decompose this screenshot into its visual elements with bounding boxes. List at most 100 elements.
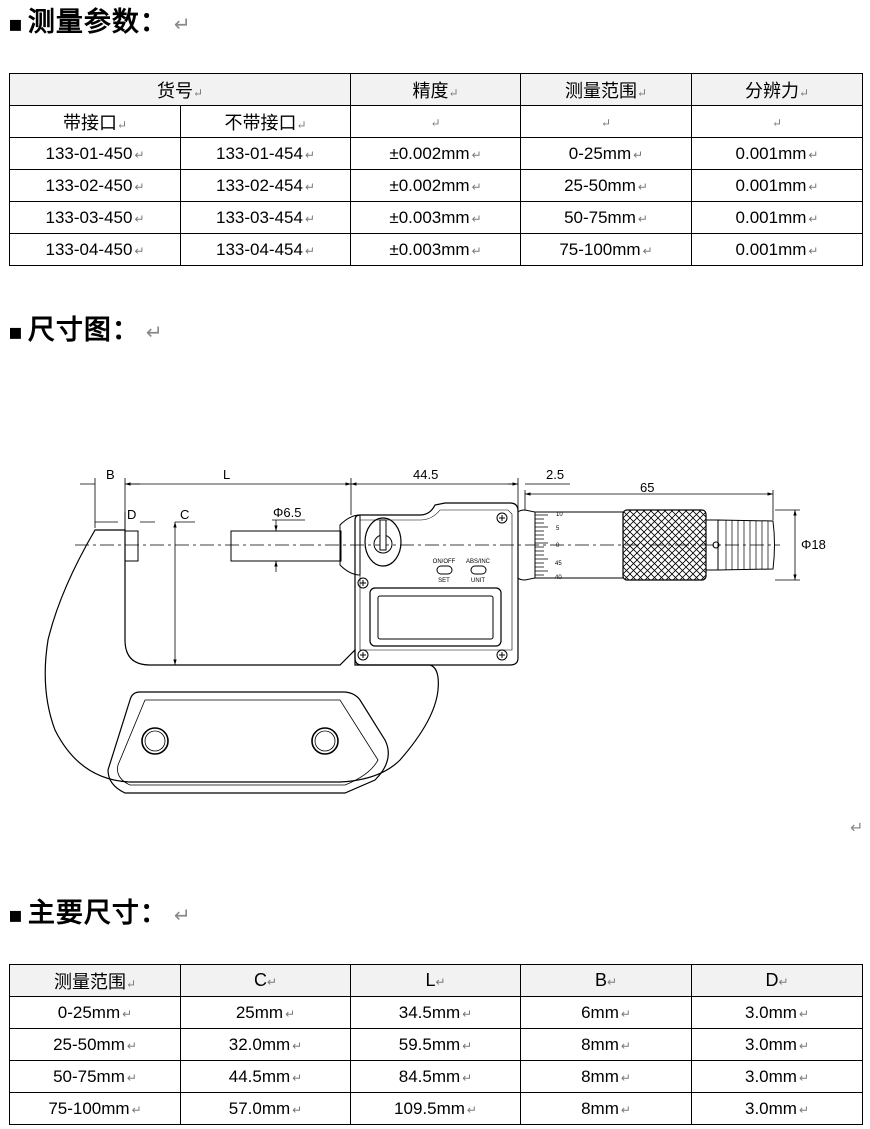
screw-icon [496,649,508,661]
table-cell: 44.5mm [180,1060,351,1093]
table-cell: 8mm [520,1060,692,1093]
table-cell: 3.0mm [691,1028,863,1061]
header-cell: 测量范围 [520,73,692,106]
table-cell: 0.001mm [691,233,863,266]
ratchet-ridges [725,520,769,570]
abs-inc-unit-button: ABS/INC UNIT [466,559,491,584]
return-mark-icon: ↵ [173,903,192,927]
table-cell: 0.001mm [691,201,863,234]
dim-label-b: B [106,467,115,482]
anvil [124,530,139,562]
screw-icon [496,512,508,524]
thimble-scale: 10 5 0 45 40 [555,512,563,581]
table-cell: 59.5mm [350,1028,521,1061]
dim-label-phi18: Φ18 [801,537,826,552]
table-cell: 133-03-450 [9,201,181,234]
table-cell: 25-50mm [520,169,692,202]
header-cell: B [520,964,692,997]
dim-label-d: D [127,507,136,522]
plate-hole [311,727,339,755]
table-cell: 133-02-450 [9,169,181,202]
table-cell: 3.0mm [691,1092,863,1125]
table-cell: 32.0mm [180,1028,351,1061]
svg-text:ABS/INC: ABS/INC [466,559,491,565]
table-cell: 133-04-450 [9,233,181,266]
header-cell: L [350,964,521,997]
section-title: 主要尺寸： [27,898,168,929]
table-cell: 84.5mm [350,1060,521,1093]
dim-label-2-5: 2.5 [546,467,564,482]
svg-text:45: 45 [555,561,562,567]
table-cell: 75-100mm [520,233,692,266]
table-cell: 133-01-454 [180,137,351,170]
svg-text:0: 0 [556,543,560,549]
return-mark-icon: ↵ [850,818,864,837]
spec-table: 货号 精度 测量范围 分辨力 带接口 不带接口 133-01-450 133-0… [9,73,863,266]
table-header-row: 测量范围 C L B D [9,964,863,997]
screw-icon [357,577,369,589]
empty-cell [520,105,692,138]
bullet-icon: ▪ [8,903,24,928]
empty-cell [350,105,521,138]
svg-text:UNIT: UNIT [471,578,485,584]
table-row: 0-25mm 25mm 34.5mm 6mm 3.0mm [9,996,863,1029]
bullet-icon: ▪ [8,12,24,37]
table-cell: 6mm [520,996,692,1029]
dimension-lines [80,478,800,665]
ratchet-stop [717,519,775,571]
table-row: 133-01-450 133-01-454 ±0.002mm 0-25mm 0.… [9,137,863,170]
lcd-display [369,587,502,647]
table-subheader-row: 带接口 不带接口 [9,105,863,138]
table-cell: 0-25mm [520,137,692,170]
spindle [230,530,342,562]
table-cell: 133-01-450 [9,137,181,170]
table-row: 133-03-450 133-03-454 ±0.003mm 50-75mm 0… [9,201,863,234]
insulator-inner-line [117,699,379,786]
table-row: 50-75mm 44.5mm 84.5mm 8mm 3.0mm [9,1060,863,1093]
table-cell: 25-50mm [9,1028,181,1061]
svg-text:SET: SET [438,578,450,584]
table-cell: 3.0mm [691,1060,863,1093]
table-cell: 75-100mm [9,1092,181,1125]
plate-hole [141,727,169,755]
table-cell: 0.001mm [691,137,863,170]
ratchet-pin [712,541,720,549]
dim-label-c: C [180,507,189,522]
table-cell: 133-04-454 [180,233,351,266]
bullet-icon: ▪ [8,320,24,345]
table-cell: 109.5mm [350,1092,521,1125]
table-cell: 0.001mm [691,169,863,202]
svg-text:40: 40 [555,575,562,581]
table-header-row: 货号 精度 测量范围 分辨力 [9,73,863,106]
table-cell: 57.0mm [180,1092,351,1125]
table-cell: ±0.002mm [350,169,521,202]
table-cell: 50-75mm [9,1060,181,1093]
section-title: 尺寸图： [27,315,140,346]
table-cell: ±0.002mm [350,137,521,170]
on-off-set-button: ON/OFF SET [433,559,456,584]
header-cell: 分辨力 [691,73,863,106]
section-heading-main-dimensions: ▪主要尺寸：↵ [8,891,192,930]
table-cell: 25mm [180,996,351,1029]
svg-text:ON/OFF: ON/OFF [433,559,456,565]
dim-label-65: 65 [640,480,654,495]
insulator-plate [107,691,389,794]
body-inner-line [359,509,513,651]
table-cell: 133-03-454 [180,201,351,234]
table-cell: 34.5mm [350,996,521,1029]
table-row: 133-02-450 133-02-454 ±0.002mm 25-50mm 0… [9,169,863,202]
digital-body [354,502,519,666]
svg-text:5: 5 [556,526,560,532]
header-cell: C [180,964,351,997]
table-cell: ±0.003mm [350,233,521,266]
table-cell: 8mm [520,1092,692,1125]
plate-hole [314,730,336,752]
table-cell: 8mm [520,1028,692,1061]
dim-label-44-5: 44.5 [413,467,438,482]
header-cell: 货号 [9,73,351,106]
section-title: 测量参数： [27,7,168,38]
empty-cell [691,105,863,138]
header-cell: 测量范围 [9,964,181,997]
section-heading-drawing: ▪尺寸图：↵ [8,308,164,347]
knurled-grip [622,509,707,581]
